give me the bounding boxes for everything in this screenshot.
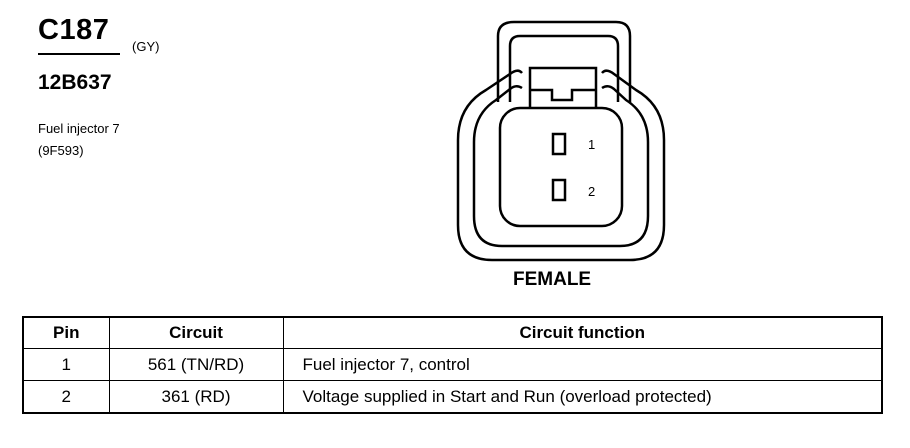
- component-part-code: (9F593): [38, 143, 84, 158]
- latch: [528, 66, 598, 108]
- cell-function: Fuel injector 7, control: [282, 348, 883, 381]
- pin-cavity-2: [551, 178, 567, 202]
- latch-bar: [530, 88, 596, 102]
- header-pin: Pin: [22, 316, 110, 349]
- locking-tab-inner: [508, 34, 620, 102]
- cell-pin: 2: [22, 380, 110, 414]
- cell-circuit: 561 (TN/RD): [108, 348, 284, 381]
- cell-function: Voltage supplied in Start and Run (overl…: [282, 380, 883, 414]
- connector-outer-shell: [456, 69, 666, 262]
- table-header-row: Pin Circuit Circuit function: [22, 316, 883, 349]
- pin-cavity-1: [551, 132, 567, 156]
- connector-id: C187: [38, 14, 110, 46]
- header-circuit-function: Circuit function: [282, 316, 883, 349]
- part-number: 12B637: [38, 71, 112, 94]
- color-code: (GY): [132, 39, 160, 54]
- cell-pin: 1: [22, 348, 110, 381]
- table-row: 2 361 (RD) Voltage supplied in Start and…: [22, 380, 883, 414]
- table-row: 1 561 (TN/RD) Fuel injector 7, control: [22, 348, 883, 381]
- connector-id-underline: [38, 53, 120, 55]
- header-circuit: Circuit: [108, 316, 284, 349]
- pin-label-1: 1: [588, 137, 595, 152]
- connector-face-diagram: 1 2: [456, 20, 666, 262]
- cell-circuit: 361 (RD): [108, 380, 284, 414]
- pin-label-2: 2: [588, 184, 595, 199]
- pin-circuit-table: Pin Circuit Circuit function 1 561 (TN/R…: [22, 316, 883, 414]
- terminal-housing: [498, 106, 624, 228]
- component-description: Fuel injector 7: [38, 121, 120, 136]
- locking-tab-outer: [496, 20, 632, 102]
- connector-gender-label: FEMALE: [513, 269, 592, 290]
